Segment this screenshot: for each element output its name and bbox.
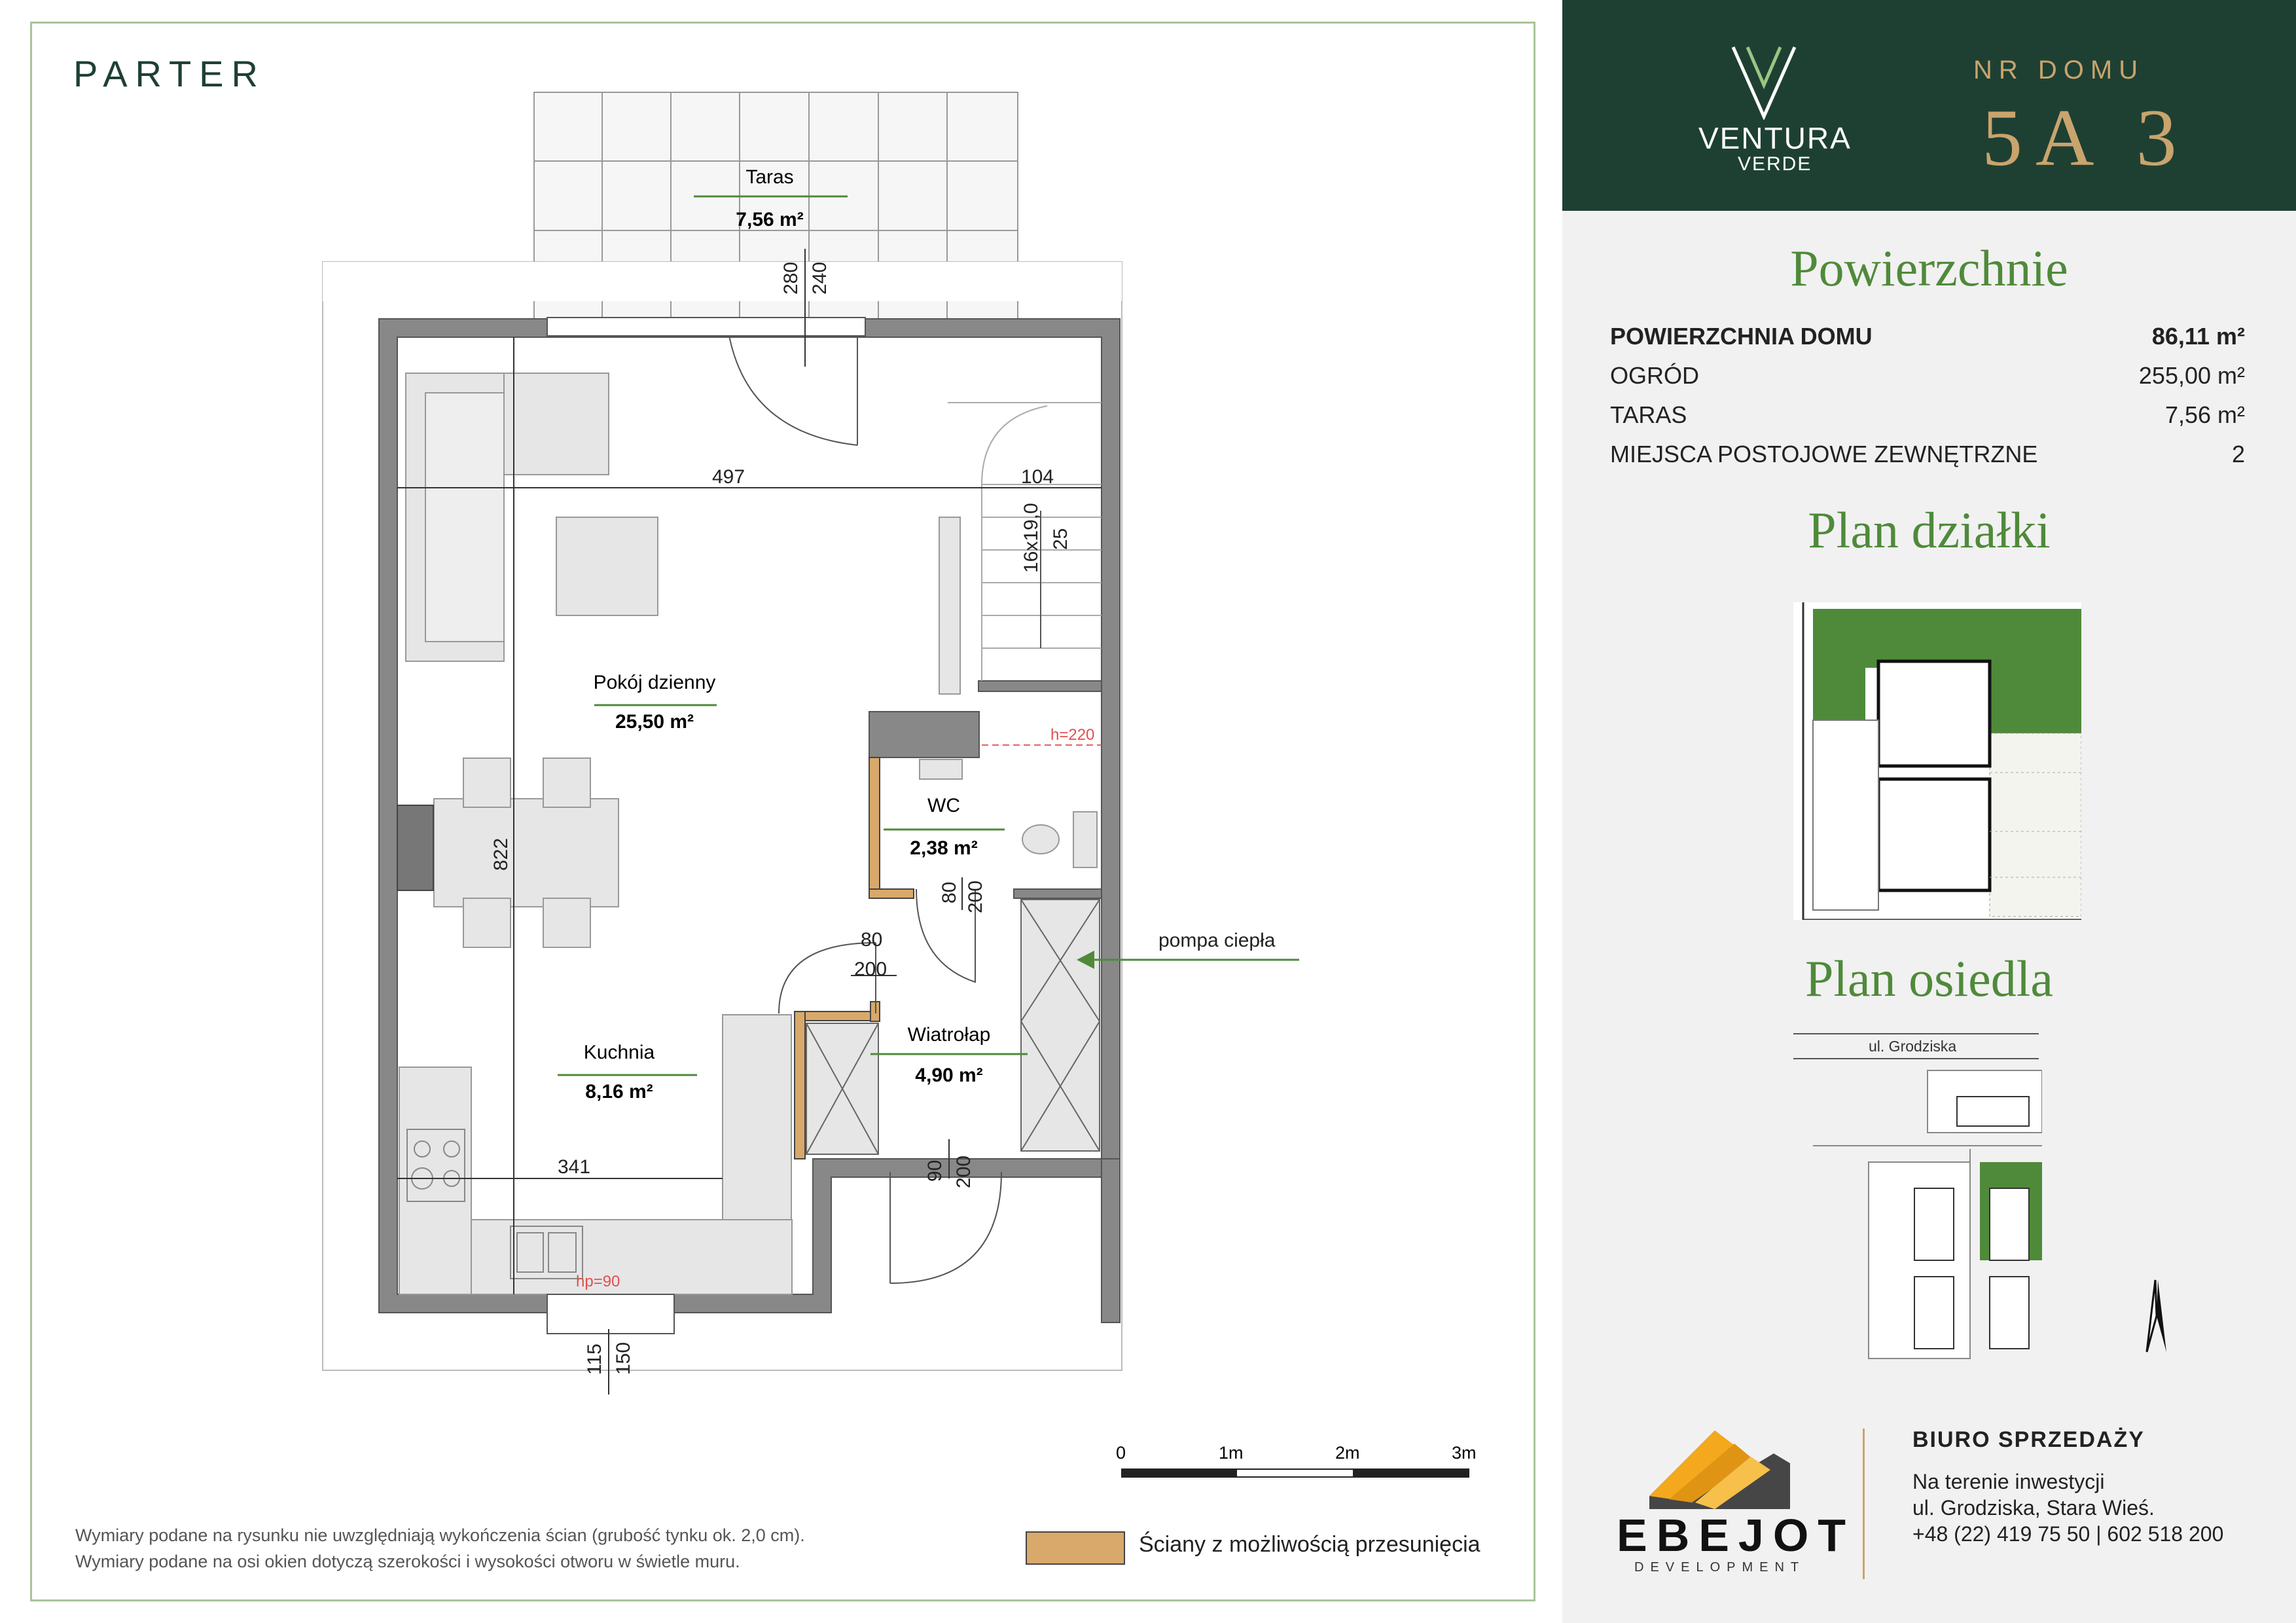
note-line-2: Wymiary podane na osi okien dotyczą szer… <box>75 1552 740 1571</box>
room-underlines <box>558 195 1028 1076</box>
scale-bar <box>1121 1468 1469 1478</box>
sales-line-1: Na terenie inwestycji <box>1912 1470 2105 1493</box>
dim-240: 240 <box>809 262 831 295</box>
pump-arrowhead <box>1077 951 1094 969</box>
dim-822: 822 <box>490 838 512 871</box>
legend-swatch <box>1026 1531 1125 1565</box>
estate-plan-map <box>1793 1033 2042 1359</box>
heat-pump-label: pompa ciepła <box>1158 930 1276 951</box>
vestibule-area: 4,90 m² <box>915 1065 982 1086</box>
terrace-area: 7,56 m² <box>736 209 803 230</box>
dim-80-wc: 80 <box>939 882 960 903</box>
dim-200-wc: 200 <box>965 881 986 913</box>
brand-header <box>1562 0 2296 211</box>
bottom-right-wall <box>1101 1158 1121 1323</box>
dim-104: 104 <box>1021 466 1054 488</box>
spec-label: TARAS <box>1610 401 1687 428</box>
dim-200-entry: 200 <box>953 1156 975 1188</box>
stairs <box>948 402 1102 681</box>
spec-label: MIEJSCA POSTOJOWE ZEWNĘTRZNE <box>1610 441 2038 467</box>
brand-sub: VERDE <box>1738 153 1812 175</box>
north-arrow-icon <box>2145 1279 2166 1353</box>
developer-sub: DEVELOPMENT <box>1634 1560 1806 1575</box>
sales-line-2: ul. Grodziska, Stara Wieś. <box>1912 1496 2155 1520</box>
dim-341: 341 <box>558 1156 590 1178</box>
kitchen-counter <box>399 1014 793 1295</box>
dim-280: 280 <box>780 262 802 295</box>
scale-2m: 2m <box>1335 1443 1360 1463</box>
living-room-name: Pokój dzienny <box>594 672 716 693</box>
coffee-table <box>556 517 658 616</box>
dining-set <box>433 757 619 948</box>
section-estate-plan: Plan osiedla <box>1804 950 2054 1007</box>
spec-value: 2 <box>2231 441 2245 467</box>
spec-value: 255,00 m² <box>2138 362 2245 389</box>
plot-plan-map <box>1793 602 2081 920</box>
ventura-logo-icon <box>1731 46 1797 120</box>
window-bottom <box>547 1294 675 1334</box>
brand-name: VENTURA <box>1698 121 1852 155</box>
dim-150: 150 <box>613 1342 634 1375</box>
wc-name: WC <box>927 795 960 816</box>
interior-walls <box>869 680 1102 899</box>
sales-office-title: BIURO SPRZEDAŻY <box>1912 1427 2145 1452</box>
wc-area: 2,38 m² <box>910 837 977 859</box>
living-room-area: 25,50 m² <box>615 711 694 733</box>
spec-row: TARAS 7,56 m² <box>1610 401 2245 434</box>
kitchen-area: 8,16 m² <box>585 1081 653 1103</box>
dim-25: 25 <box>1050 528 1071 550</box>
spec-value: 86,11 m² <box>2151 323 2245 350</box>
tv-unit <box>939 517 961 695</box>
plan-frame <box>30 22 1535 1601</box>
note-line-1: Wymiary podane na rysunku nie uwzględnia… <box>75 1525 805 1545</box>
doors <box>726 318 1002 1284</box>
developer-name: EBEJOT <box>1617 1510 1856 1561</box>
scale-0: 0 <box>1116 1443 1126 1463</box>
heat-pump-cabinet <box>1020 899 1100 1152</box>
house-number: 5A 3 <box>1982 93 2190 183</box>
dim-80-kitchen: 80 <box>861 929 882 951</box>
ebejot-logo-icon <box>1649 1431 1790 1509</box>
spec-row: OGRÓD 255,00 m² <box>1610 362 2245 395</box>
spec-label: OGRÓD <box>1610 362 1700 389</box>
spec-value: 7,56 m² <box>2164 401 2245 428</box>
section-surfaces: Powierzchnie <box>1790 240 2068 297</box>
floor-label: PARTER <box>73 53 266 94</box>
dim-200-kitchen: 200 <box>854 958 887 980</box>
notes: Wymiary podane na rysunku nie uwzględnia… <box>75 1522 805 1575</box>
house-number-label: NR DOMU <box>1973 56 2145 84</box>
spec-row: MIEJSCA POSTOJOWE ZEWNĘTRZNE 2 <box>1610 441 2245 473</box>
entry-cabinet <box>806 1023 879 1155</box>
dim-stairs: 16x19,0 <box>1020 503 1042 573</box>
dim-90-entry: 90 <box>924 1160 946 1182</box>
sink <box>510 1226 583 1279</box>
scale-3m: 3m <box>1452 1443 1477 1463</box>
section-plot-plan: Plan działki <box>1808 501 2051 558</box>
label-hp90: hp=90 <box>576 1273 620 1290</box>
sales-phone: +48 (22) 419 75 50 | 602 518 200 <box>1912 1522 2224 1546</box>
terrace-name: Taras <box>745 166 793 188</box>
fireplace <box>397 805 434 891</box>
label-h220: h=220 <box>1050 726 1094 744</box>
dim-115: 115 <box>584 1343 605 1375</box>
spec-label: POWIERZCHNIA DOMU <box>1610 323 1873 350</box>
sofa <box>405 373 609 662</box>
street-label: ul. Grodziska <box>1869 1038 1957 1055</box>
scale-1m: 1m <box>1219 1443 1244 1463</box>
kitchen-name: Kuchnia <box>584 1042 655 1063</box>
footer-divider <box>1863 1429 1865 1579</box>
movable-walls <box>794 757 914 1159</box>
dimension-lines <box>397 249 1102 1395</box>
dim-497: 497 <box>712 466 745 488</box>
spec-row: POWIERZCHNIA DOMU 86,11 m² <box>1610 323 2245 356</box>
legend-text: Ściany z możliwością przesunięcia <box>1139 1532 1480 1557</box>
vestibule-name: Wiatrołap <box>908 1024 991 1046</box>
floor-plan: Taras 7,56 m² Pokój dzienny 25,50 m² WC … <box>322 92 1477 1478</box>
wc-fixtures <box>919 759 1098 868</box>
window-top <box>547 317 866 337</box>
